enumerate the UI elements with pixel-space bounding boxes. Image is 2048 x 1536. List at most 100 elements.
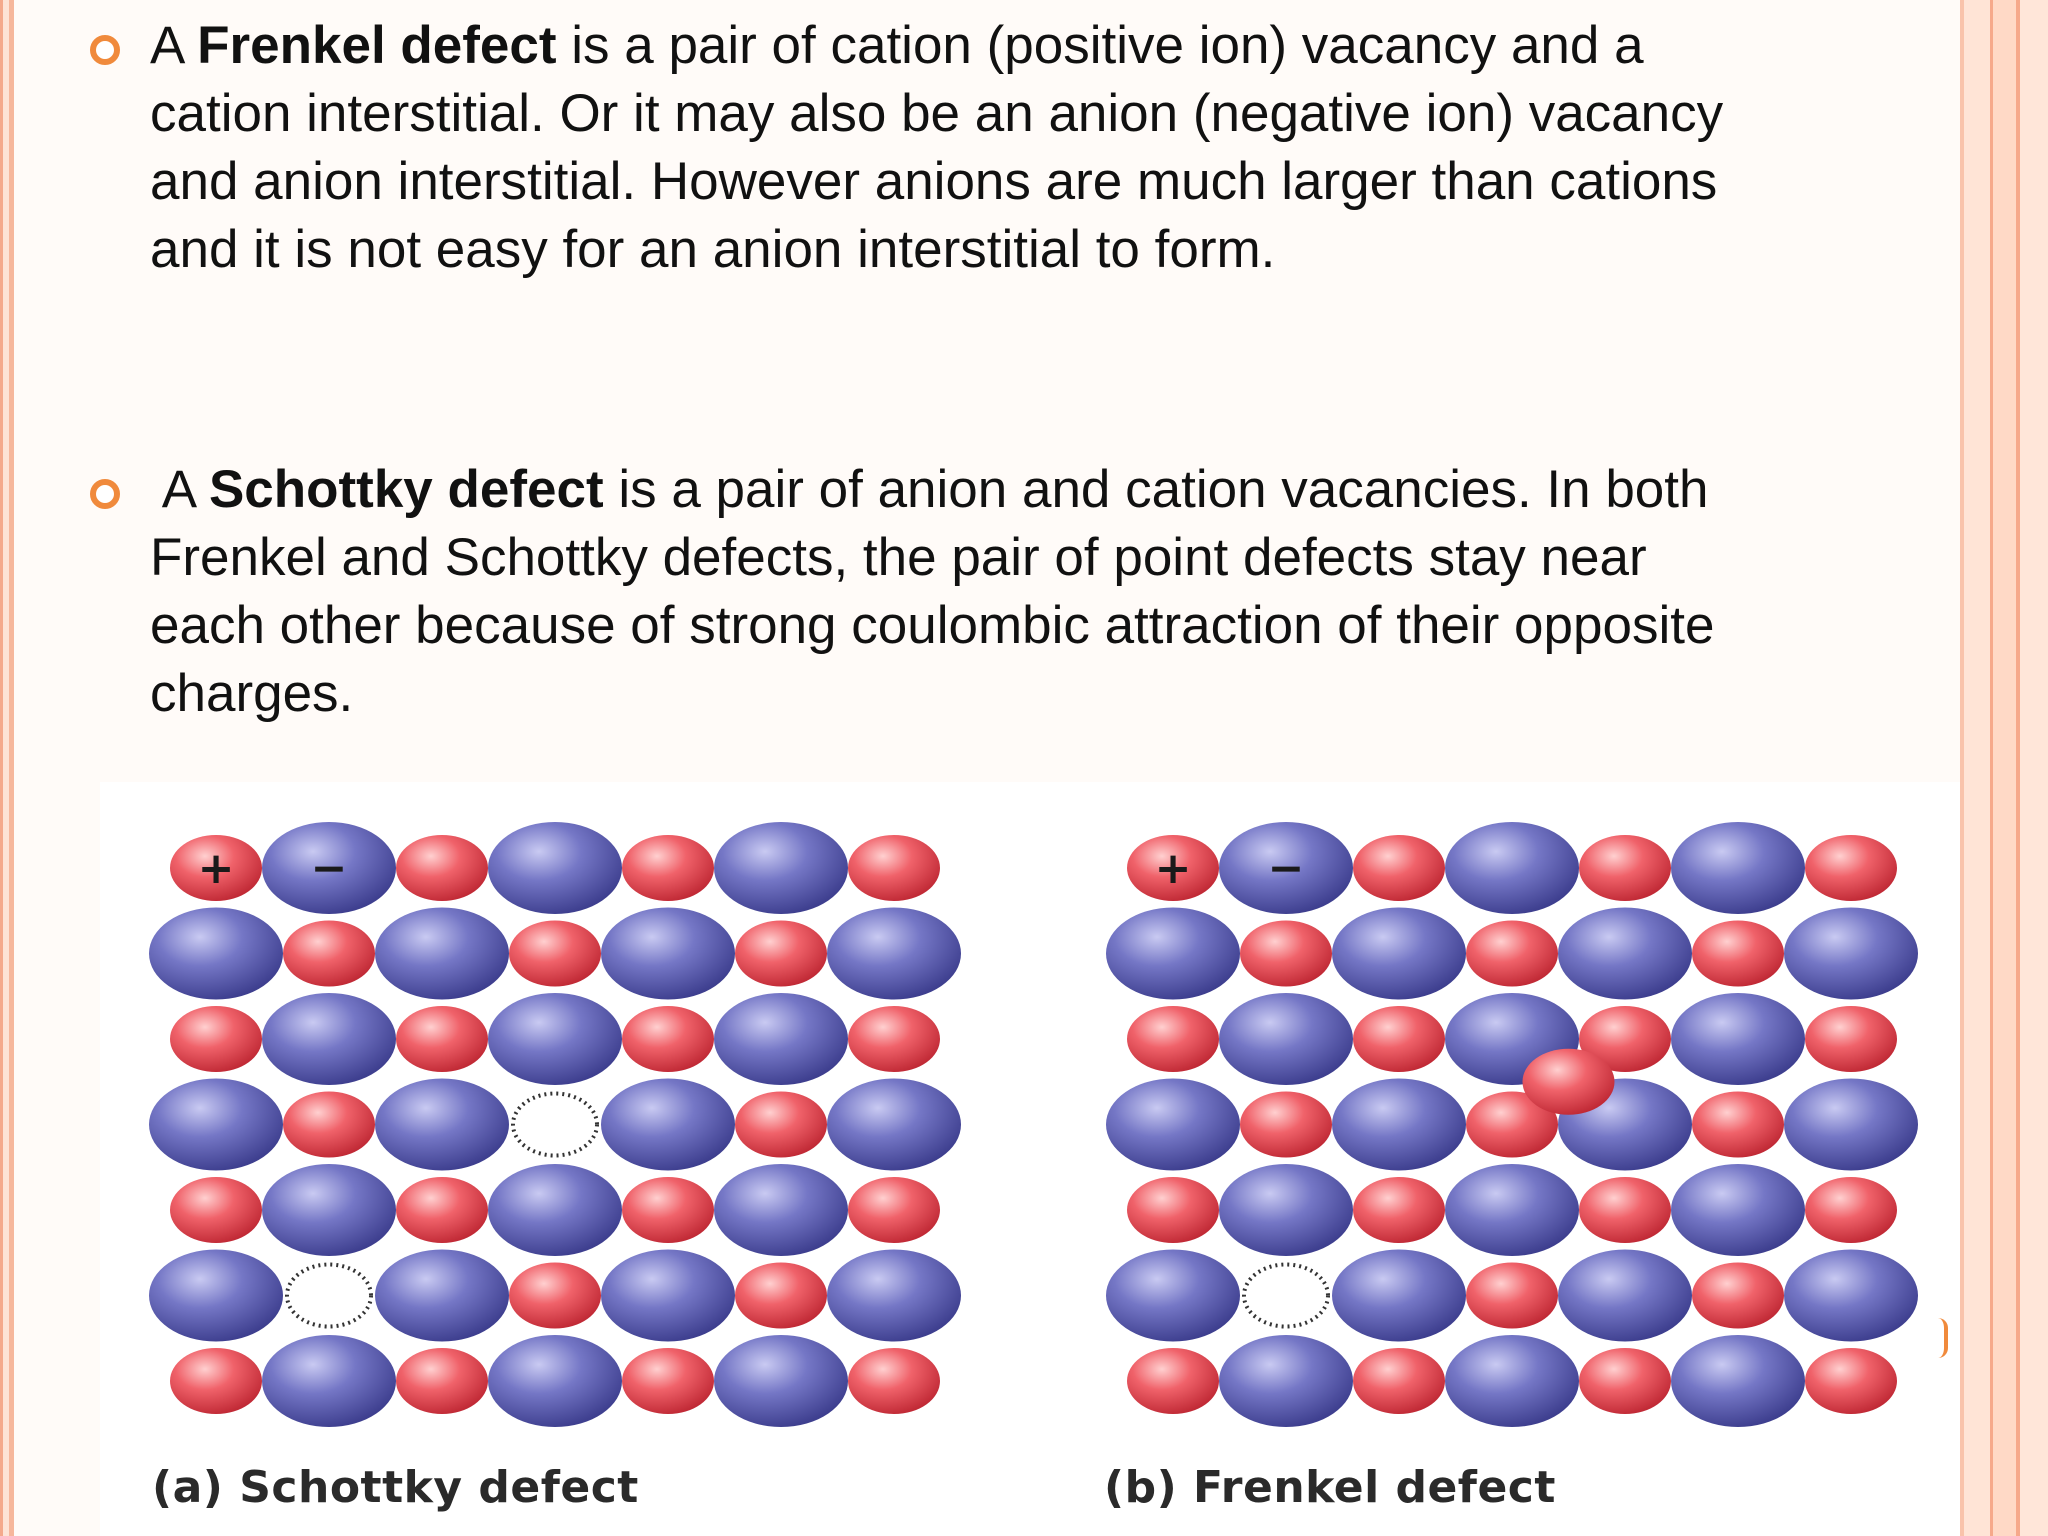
- cation-sphere: [1579, 1348, 1671, 1414]
- cation-sphere: [1127, 1006, 1219, 1072]
- anion-sphere: [1784, 1078, 1918, 1171]
- anion-sphere: [714, 993, 848, 1085]
- cation-sphere: [1805, 1177, 1897, 1243]
- interstitial-cation-sphere: [1522, 1048, 1615, 1115]
- cation-sphere: [622, 1348, 714, 1414]
- anion-sphere: [1332, 907, 1466, 1000]
- cation-sphere: [396, 835, 488, 901]
- anion-sphere: [827, 1078, 961, 1171]
- bullet-term: Schottky defect: [208, 460, 604, 519]
- cation-sphere: [1240, 920, 1332, 987]
- anion-sphere: [1784, 1249, 1918, 1342]
- anion-sphere: [601, 1249, 735, 1342]
- anion-sphere: [1671, 1164, 1805, 1256]
- cation-sphere: [396, 1348, 488, 1414]
- anion-sphere: [601, 1078, 735, 1171]
- cation-sphere: [1692, 1262, 1784, 1329]
- anion-sphere: [149, 907, 283, 1000]
- cation-sphere: [848, 1006, 940, 1072]
- cation-sphere: [1127, 1177, 1219, 1243]
- anion-sphere: [1219, 993, 1353, 1085]
- cation-sphere: [848, 835, 940, 901]
- cation-sphere: [170, 1348, 262, 1414]
- cation-sphere: [1127, 1348, 1219, 1414]
- bullet-schottky-definition: A Schottky defect is a pair of anion and…: [90, 456, 1744, 728]
- anion-sphere: [1445, 1164, 1579, 1256]
- cation-sphere: [622, 835, 714, 901]
- anion-sphere: [1219, 1335, 1353, 1427]
- anion-sphere: [827, 1249, 961, 1342]
- cation-sphere: [170, 1177, 262, 1243]
- cation-sphere: [1466, 920, 1558, 987]
- cation-sphere: [1579, 1006, 1671, 1072]
- cation-sphere: [1466, 1091, 1558, 1158]
- anion-sphere: [1784, 907, 1918, 1000]
- right-decorative-border: [1960, 0, 2048, 1536]
- anion-sphere: [149, 1249, 283, 1342]
- vacancy-site: [1242, 1262, 1330, 1329]
- circle-bullet-icon: [90, 479, 120, 509]
- positive-charge-label: +: [198, 843, 235, 894]
- vacancy-site: [285, 1262, 373, 1329]
- cation-sphere: [1127, 835, 1219, 901]
- anion-sphere: [1445, 822, 1579, 914]
- schottky-caption: (a) Schottky defect: [152, 1462, 639, 1513]
- cation-sphere: [622, 1006, 714, 1072]
- anion-sphere: [601, 907, 735, 1000]
- cation-sphere: [1353, 1006, 1445, 1072]
- anion-sphere: [1558, 1249, 1692, 1342]
- anion-sphere: [827, 907, 961, 1000]
- anion-sphere: [262, 822, 396, 914]
- cation-sphere: [1692, 920, 1784, 987]
- negative-charge-label: −: [311, 843, 348, 894]
- anion-sphere: [375, 1249, 509, 1342]
- cation-sphere: [170, 835, 262, 901]
- bullet-text: A Schottky defect is a pair of anion and…: [150, 460, 1715, 723]
- anion-sphere: [488, 993, 622, 1085]
- cation-sphere: [848, 1177, 940, 1243]
- anion-sphere: [1671, 993, 1805, 1085]
- cation-sphere: [509, 1262, 601, 1329]
- edge-mark: [1938, 1318, 1948, 1358]
- cation-sphere: [283, 920, 375, 987]
- anion-sphere: [714, 822, 848, 914]
- cation-sphere: [509, 920, 601, 987]
- cation-sphere: [1353, 835, 1445, 901]
- anion-sphere: [714, 1164, 848, 1256]
- anion-sphere: [1445, 1335, 1579, 1427]
- negative-charge-label: −: [1268, 843, 1305, 894]
- bullet-frenkel-definition: A Frenkel defect is a pair of cation (po…: [90, 12, 1744, 284]
- cation-sphere: [1240, 1091, 1332, 1158]
- cation-sphere: [396, 1006, 488, 1072]
- anion-sphere: [714, 1335, 848, 1427]
- cation-sphere: [283, 1091, 375, 1158]
- anion-sphere: [1332, 1249, 1466, 1342]
- vacancy-site: [511, 1091, 599, 1158]
- anion-sphere: [1671, 822, 1805, 914]
- cation-sphere: [1466, 1262, 1558, 1329]
- anion-sphere: [1106, 907, 1240, 1000]
- anion-sphere: [1558, 907, 1692, 1000]
- anion-sphere: [1671, 1335, 1805, 1427]
- anion-sphere: [488, 822, 622, 914]
- cation-sphere: [1353, 1348, 1445, 1414]
- schottky-lattice-panel: +−: [149, 822, 961, 1427]
- anion-sphere: [262, 993, 396, 1085]
- frenkel-lattice-panel: +−: [1106, 822, 1918, 1427]
- cation-sphere: [622, 1177, 714, 1243]
- cation-sphere: [735, 1262, 827, 1329]
- cation-sphere: [396, 1177, 488, 1243]
- frenkel-caption: (b) Frenkel defect: [1104, 1462, 1556, 1513]
- anion-sphere: [1219, 822, 1353, 914]
- anion-sphere: [375, 1078, 509, 1171]
- anion-sphere: [1332, 1078, 1466, 1171]
- cation-sphere: [735, 920, 827, 987]
- cation-sphere: [1805, 1006, 1897, 1072]
- anion-sphere: [1106, 1249, 1240, 1342]
- anion-sphere: [1219, 1164, 1353, 1256]
- cation-sphere: [848, 1348, 940, 1414]
- bullet-term: Frenkel defect: [197, 16, 557, 75]
- anion-sphere: [262, 1164, 396, 1256]
- cation-sphere: [1353, 1177, 1445, 1243]
